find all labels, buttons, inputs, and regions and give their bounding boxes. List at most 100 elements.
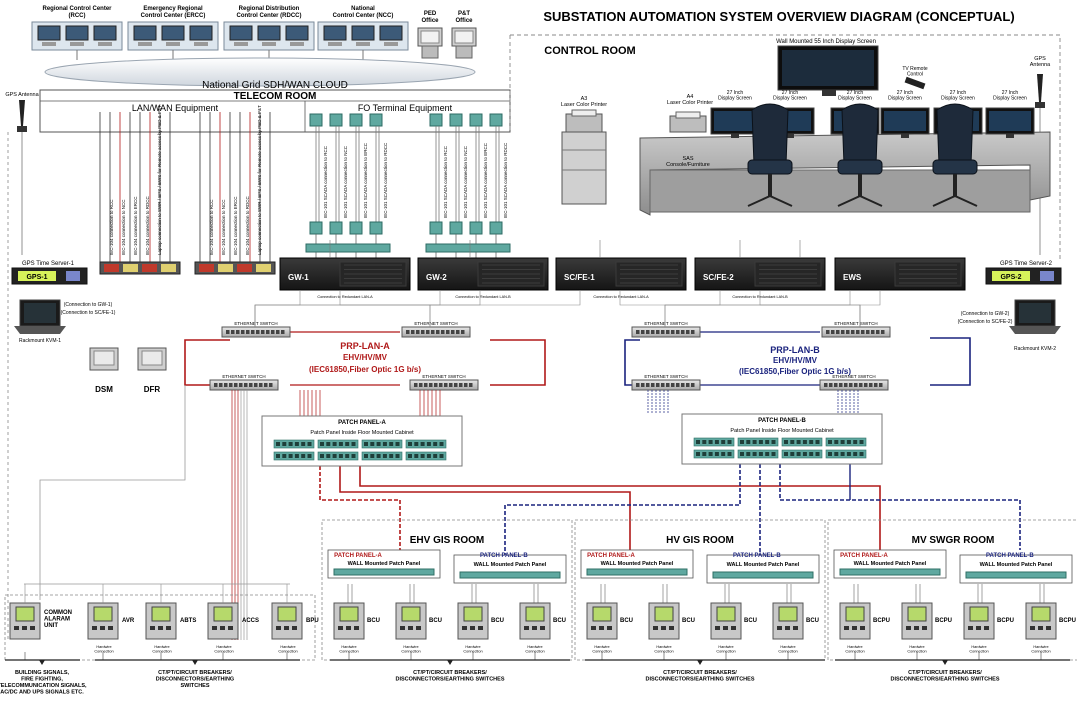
- server-label: GW-2: [426, 273, 447, 282]
- wan-cloud: [44, 57, 476, 87]
- ethernet-switch-a2: ETHERNET SWITCH: [401, 321, 471, 338]
- server-gw-2: GW-2: [417, 257, 549, 291]
- telecom-connections: IEC-104 connection to RCC IEC-104 connect…: [99, 105, 511, 275]
- ethernet-switch-b2: ETHERNET SWITCH: [821, 321, 891, 338]
- kvm-left-note1: (Connection to GW-1): [64, 302, 113, 308]
- ethernet-switch-label: ETHERNET SWITCH: [834, 321, 877, 326]
- control-center-label: Regional Control Center(RCC): [42, 6, 112, 19]
- left-unit-label: AVR: [122, 618, 135, 624]
- telecom-room-title: TELECOM ROOM: [234, 91, 317, 102]
- gps-antenna-left: GPS Antenna: [5, 92, 40, 255]
- ethernet-switch-label: ETHERNET SWITCH: [422, 374, 465, 379]
- lan-wan-device-b: [194, 261, 276, 275]
- ethernet-switch-label: ETHERNET SWITCH: [414, 321, 457, 326]
- room-title: MV SWGR ROOM: [912, 535, 995, 546]
- room-mv-swgr-room: MV SWGR ROOM PATCH PANEL-A WALL Mounted Pa…: [827, 519, 1077, 661]
- ethernet-switch-a1: ETHERNET SWITCH: [221, 321, 291, 338]
- unit-label: BCPU: [873, 618, 890, 624]
- kvm-left-note2: (Connection to SC/FE-1): [61, 310, 116, 316]
- ethernet-switch-label: ETHERNET SWITCH: [222, 374, 265, 379]
- unit-label: BCU: [553, 618, 566, 624]
- room-patch-panel-a: PATCH PANEL-A: [334, 553, 382, 559]
- prp-lan-a-sub: EHV/HV/MV: [343, 353, 388, 362]
- gps-time-server-1: GPS Time Server-1 GPS-1: [11, 261, 88, 285]
- room-patch-panel-b: PATCH PANEL-B: [986, 553, 1034, 559]
- kvm-right-label: Rackmount KVM-2: [1014, 346, 1056, 352]
- patch-panel-a-title: PATCH PANEL-A: [338, 420, 386, 426]
- ethernet-switch-a3: ETHERNET SWITCH: [209, 374, 279, 391]
- kvm-right-note1: (Connection to GW-2): [961, 311, 1010, 317]
- fo-connection-label: IEC-101 SCADA connection to RCC: [443, 145, 448, 218]
- prp-lans: ETHERNET SWITCH ETHERNET SWITCH ETHERNET S…: [39, 290, 1021, 640]
- server-connection-note: Connection to Redundant LAN-A: [593, 295, 649, 299]
- lan-wan-connection-label: IEC-104 connection to ERCC: [133, 196, 138, 255]
- control-center-0: Regional Control Center(RCC): [31, 6, 123, 60]
- ethernet-switch-label: ETHERNET SWITCH: [234, 321, 277, 326]
- patch-panel-b-sub: Patch Panel Inside Floor Mounted Cabinet: [730, 428, 834, 434]
- control-room-boundary: [509, 34, 1061, 260]
- gps-2-caption: GPS Time Server-2: [1000, 261, 1053, 267]
- prp-lan-b-name: PRP-LAN-B: [770, 345, 820, 355]
- kvm-right: Rackmount KVM-2 (Connection to GW-2) (Co…: [958, 299, 1061, 352]
- operator-chair-2: [932, 103, 978, 207]
- fo-connection-label: IEC-101 SCADA connection to RDCC: [383, 142, 388, 218]
- control-room-title: CONTROL ROOM: [544, 45, 635, 57]
- bottom-labels: BUILDING SIGNALS,FIRE FIGHTING,TELECOMMU…: [0, 659, 1070, 696]
- prp-lan-b-sub: EHV/HV/MV: [773, 356, 818, 365]
- bottom-label-text: BUILDING SIGNALS,FIRE FIGHTING,TELECOMMU…: [0, 670, 87, 696]
- patch-panel-a: PATCH PANEL-A Patch Panel Inside Floor M…: [261, 415, 463, 467]
- room-patch-panel-b: PATCH PANEL-B: [480, 553, 528, 559]
- unit-label: BCU: [429, 618, 442, 624]
- room-patch-panel-a: PATCH PANEL-A: [587, 553, 635, 559]
- gps-1-label: GPS-1: [26, 274, 47, 281]
- room-patch-panel-b: PATCH PANEL-B: [733, 553, 781, 559]
- unit-label: BCU: [744, 618, 757, 624]
- lan-wan-connection-label: IEC-104 connection to RCC: [109, 199, 114, 255]
- room-title: HV GIS ROOM: [666, 535, 734, 546]
- ethernet-switch-b3: ETHERNET SWITCH: [631, 374, 701, 391]
- dsm-label: DSM: [95, 385, 113, 394]
- unit-label: BCU: [806, 618, 819, 624]
- fo-terminal-label: FO Terminal Equipment: [358, 103, 453, 113]
- room-patch-panel-a: PATCH PANEL-A: [840, 553, 888, 559]
- kvm-right-note2: (Connection to SC/FE-2): [958, 319, 1013, 325]
- room-wall-panel-label: WALL Mounted Patch Panel: [854, 561, 927, 567]
- lan-wan-device-a: [99, 261, 181, 275]
- bottom-label-2: CT/PT/CIRCUIT BREAKERS/DISCONNECTORS/EAR…: [330, 659, 570, 683]
- left-unit-label: ABTS: [180, 618, 196, 624]
- patch-panel-a-sub: Patch Panel Inside Floor Mounted Cabinet: [310, 430, 414, 436]
- server-gw-1: GW-1: [279, 257, 411, 291]
- patch-panel-b: PATCH PANEL-B Patch Panel Inside Floor M…: [681, 413, 883, 465]
